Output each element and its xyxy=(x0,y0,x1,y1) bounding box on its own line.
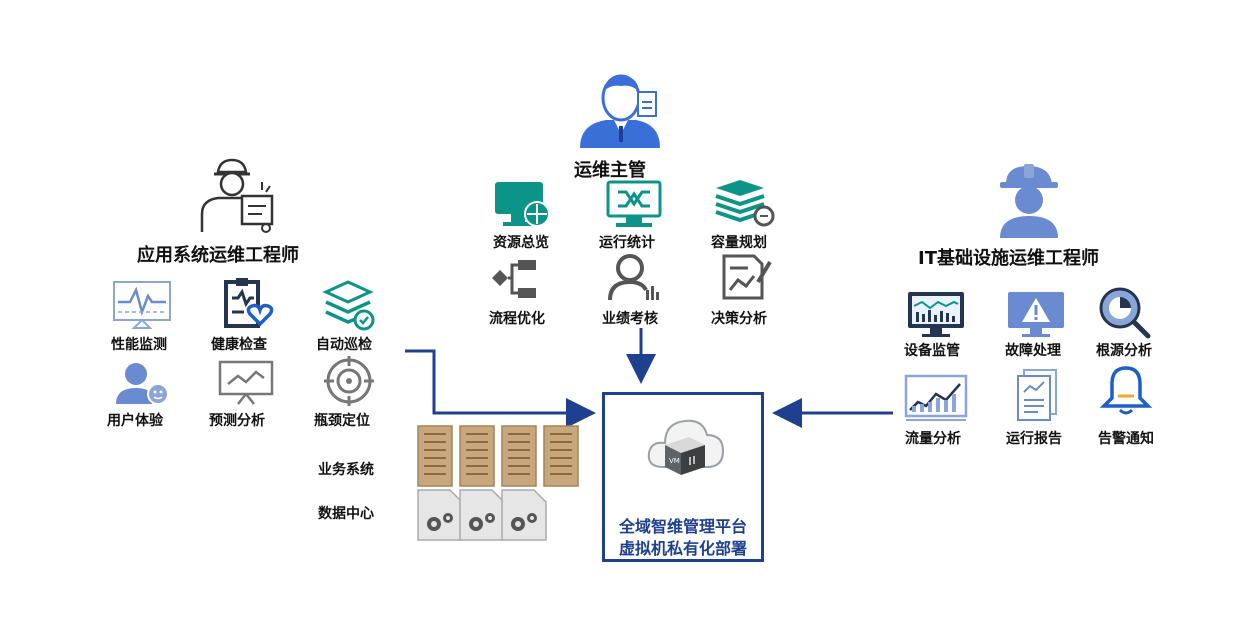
app-engineer-icon xyxy=(200,158,274,233)
health-check-icon xyxy=(224,278,274,328)
process-optimize-icon xyxy=(492,260,536,298)
infra-engineer-title: IT基础设施运维工程师 xyxy=(918,248,1099,269)
app-engineer-title: 应用系统运维工程师 xyxy=(137,245,299,266)
performance-review-icon xyxy=(608,254,659,301)
infra-item-1: 设备监管 xyxy=(904,343,960,359)
resource-overview-icon xyxy=(495,182,550,227)
manager-item-5: 业绩考核 xyxy=(602,311,658,327)
fault-handling-icon xyxy=(1008,292,1064,337)
manager-person-icon xyxy=(580,74,660,148)
svg-text:VM: VM xyxy=(669,457,680,465)
root-cause-icon xyxy=(1099,287,1151,339)
infra-item-5: 运行报告 xyxy=(1006,431,1062,447)
manager-item-3: 容量规划 xyxy=(711,235,767,251)
left-arrow xyxy=(405,349,596,428)
platform-title: 全域智维管理平台 xyxy=(618,517,747,536)
manager-item-2: 运行统计 xyxy=(599,235,655,251)
platform-subtitle: 虚拟机私有化部署 xyxy=(618,539,747,558)
run-stats-icon xyxy=(606,180,662,227)
app-item-5: 预测分析 xyxy=(209,413,265,429)
infra-item-4: 流量分析 xyxy=(905,431,961,447)
manager-title: 运维主管 xyxy=(574,160,646,181)
predictive-analysis-icon xyxy=(218,360,274,405)
app-item-6: 瓶颈定位 xyxy=(314,413,370,429)
decision-analysis-icon xyxy=(722,254,772,300)
run-report-icon xyxy=(1017,369,1057,421)
device-monitor-icon xyxy=(908,292,964,337)
infra-item-2: 故障处理 xyxy=(1005,343,1061,359)
infra-item-6: 告警通知 xyxy=(1098,431,1154,447)
app-item-3: 自动巡检 xyxy=(316,337,372,353)
data-center-label: 数据中心 xyxy=(318,506,374,522)
manager-item-6: 决策分析 xyxy=(711,311,767,327)
infra-engineer-icon xyxy=(1000,164,1058,238)
platform-box: VM 全域智维管理平台 虚拟机私有化部署 xyxy=(602,392,764,562)
bottleneck-locate-icon xyxy=(324,356,374,406)
performance-monitor-icon xyxy=(113,281,171,329)
business-system-label: 业务系统 xyxy=(318,462,374,478)
infra-item-3: 根源分析 xyxy=(1096,343,1152,359)
alert-notify-icon xyxy=(1100,366,1152,415)
app-item-4: 用户体验 xyxy=(107,413,163,429)
manager-item-4: 流程优化 xyxy=(489,311,545,327)
server-racks-icon xyxy=(417,425,579,541)
app-item-1: 性能监测 xyxy=(111,337,167,353)
cloud-vm-icon: VM xyxy=(647,419,725,475)
auto-inspection-icon xyxy=(322,280,375,331)
manager-item-1: 资源总览 xyxy=(493,235,549,251)
app-item-2: 健康检查 xyxy=(211,337,267,353)
user-experience-icon xyxy=(116,363,169,405)
capacity-planning-icon xyxy=(715,180,775,227)
traffic-analysis-icon xyxy=(904,374,968,421)
